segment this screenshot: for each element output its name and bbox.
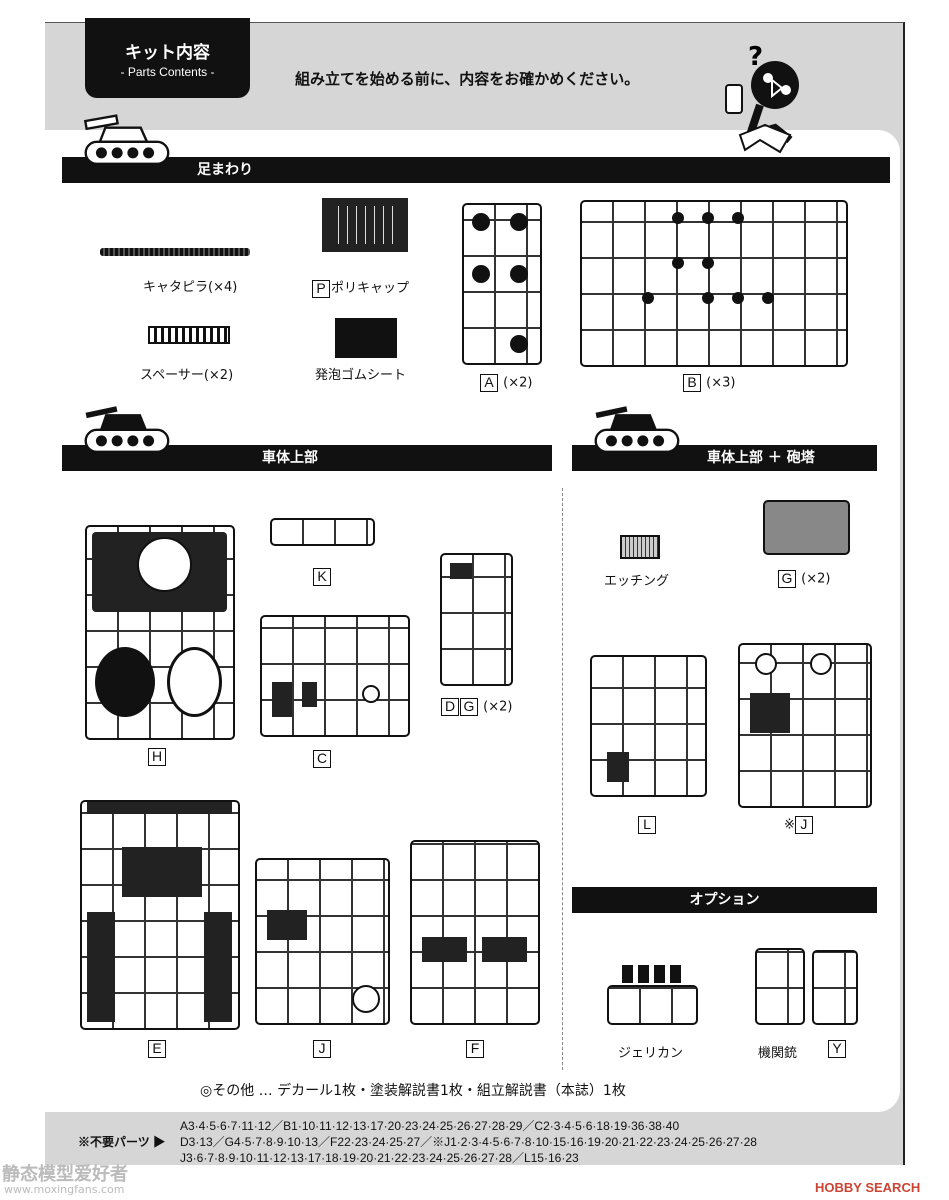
- sprue-DG-image: [440, 553, 513, 686]
- label-sprue-J-optional: ※J: [784, 816, 814, 834]
- sprue-K-image: [270, 518, 375, 546]
- jerrycan-parts-image: [622, 965, 682, 983]
- section-undercarriage: 足まわり: [62, 157, 890, 183]
- label-sprue-Y: Y: [828, 1040, 847, 1058]
- etching-part-image: [620, 535, 660, 559]
- watermark-left-url: www.moxingfans.com: [4, 1183, 125, 1196]
- tank-icon: [83, 114, 170, 166]
- track-part-image: [100, 248, 250, 256]
- label-sprue-H: H: [148, 748, 167, 766]
- sprue-A-image: [462, 203, 542, 365]
- label-sprue-J: J: [313, 1040, 332, 1058]
- label-track: キャタピラ(×4): [143, 280, 238, 295]
- label-etching: エッチング: [604, 574, 670, 589]
- label-foam-sheet: 発泡ゴムシート: [315, 368, 407, 383]
- label-machine-gun: 機関銃: [758, 1046, 798, 1061]
- label-sprue-K: K: [313, 568, 332, 586]
- label-sprue-C: C: [313, 750, 332, 768]
- other-contents: ◎その他 … デカール1枚・塗装解説書1枚・組立解説書（本誌）1枚: [200, 1083, 626, 1099]
- label-sprue-E: E: [148, 1040, 167, 1058]
- jerrycan-sprue-image: [607, 985, 698, 1025]
- mascot-reading-icon: ?: [725, 42, 799, 154]
- mg-sprue-image: [755, 948, 805, 1025]
- unneeded-parts-line: A3·4·5·6·7·11·12／B1·10·11·12·13·17·20·23…: [180, 1119, 680, 1133]
- intro-text: 組み立てを始める前に、内容をお確かめください。: [295, 70, 640, 88]
- polycap-sprue-image: [322, 198, 408, 252]
- page-subtitle: - Parts Contents -: [120, 65, 215, 79]
- title-tab: キット内容 - Parts Contents -: [85, 18, 250, 98]
- section-option: オプション: [572, 887, 877, 913]
- sprue-G-image: [763, 500, 850, 555]
- sprue-C-image: [260, 615, 410, 737]
- sprue-E-image: [80, 800, 240, 1030]
- page-title: キット内容: [125, 43, 210, 63]
- sprue-B-image: [580, 200, 848, 367]
- label-spacer: スペーサー(×2): [140, 368, 234, 383]
- label-sprue-A: A (×2): [480, 374, 532, 392]
- sprue-L-image: [590, 655, 707, 797]
- label-sprue-L: L: [638, 816, 657, 834]
- unneeded-parts-line: J3·6·7·8·9·10·11·12·13·17·18·19·20·21·22…: [180, 1151, 579, 1165]
- sprue-Y-image: [812, 950, 858, 1025]
- label-sprue-G: G (×2): [778, 570, 830, 588]
- label-sprue-B: B (×3): [683, 374, 735, 392]
- divider: [562, 488, 563, 1070]
- unneeded-parts-line: D3·13／G4·5·7·8·9·10·13／F22·23·24·25·27／※…: [180, 1135, 757, 1149]
- watermark-right: HOBBY SEARCH: [815, 1180, 921, 1195]
- sprue-H-image: [85, 525, 235, 740]
- watermark-left: 静态模型爱好者: [2, 1164, 128, 1185]
- label-sprue-F: F: [466, 1040, 485, 1058]
- spacer-part-image: [148, 326, 230, 344]
- tank-icon: [84, 406, 170, 454]
- unneeded-parts-heading: ※不要パーツ ▶: [78, 1135, 166, 1149]
- label-jerrycan: ジェリカン: [618, 1046, 684, 1061]
- sprue-J2-image: [738, 643, 872, 808]
- tank-icon: [594, 406, 680, 454]
- sprue-J-image: [255, 858, 390, 1025]
- foam-sheet-image: [335, 318, 397, 358]
- svg-text:?: ?: [748, 42, 763, 72]
- sprue-F-image: [410, 840, 540, 1025]
